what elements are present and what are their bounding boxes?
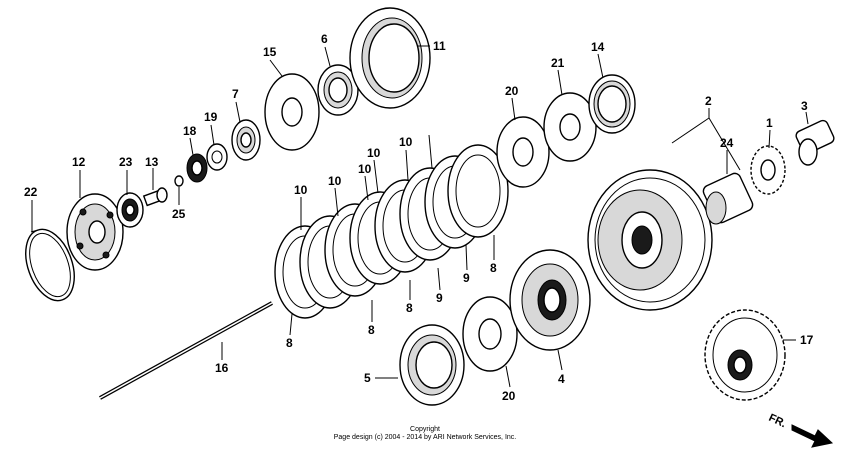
clutch-disc-pack [274,144,509,319]
part-20-washer-lower [462,296,518,372]
callout-13: 13 [145,155,159,169]
part-17-gear [704,309,786,401]
part-6-bearing [317,64,359,116]
callout-8-d: 8 [490,261,497,275]
callout-22: 22 [24,185,38,199]
callout-2: 2 [705,94,712,108]
part-20-washer-upper [496,116,550,188]
part-15-thrust-washer [264,73,320,151]
callout-1: 1 [766,116,773,130]
callout-4: 4 [558,372,565,386]
callout-8-b: 8 [368,323,375,337]
callout-10-a: 10 [294,183,308,197]
callout-18: 18 [183,124,197,138]
callout-12: 12 [72,155,86,169]
callout-9-b: 9 [463,271,470,285]
callout-9-a: 9 [436,291,443,305]
callout-24: 24 [720,136,734,150]
part-12-pressure-plate [66,193,124,271]
callout-15: 15 [263,45,277,59]
part-21-washer [543,92,597,162]
leader-lines [31,45,809,388]
copyright-notice: Page design (c) 2004 - 2014 by ARI Netwo… [334,434,517,441]
callout-10-e: 10 [399,135,413,149]
part-11-judder-spring [349,7,431,109]
part-22-snap-ring [25,228,75,302]
callout-17: 17 [800,333,814,347]
copyright-block: Copyright Page design (c) 2004 - 2014 by… [334,426,517,441]
part-1-drive-gear [750,145,786,195]
part-2-clutch-outer [587,169,713,311]
part-13-lifter-piece [142,187,168,207]
callout-10-b: 10 [328,174,342,188]
part-18-nut [186,153,208,183]
callout-20-upper: 20 [505,84,519,98]
part-19-washer [206,143,228,171]
front-arrow-icon [791,424,834,448]
part-23-bearing [116,192,144,228]
part-16-lifter-rod [99,301,273,400]
callout-21: 21 [551,56,565,70]
callout-11: 11 [433,39,446,53]
part-5-clutch-center [399,324,465,406]
callout-7: 7 [232,87,239,101]
part-3-collar [795,119,835,166]
callout-3: 3 [801,99,808,113]
copyright-title: Copyright [410,426,440,433]
callout-5: 5 [364,371,371,385]
part-14-ring [588,74,636,134]
callout-23: 23 [119,155,133,169]
callout-25: 25 [172,207,186,221]
callout-10-d: 10 [367,146,381,160]
front-direction-indicator: FR. [767,412,834,448]
callout-19: 19 [204,110,218,124]
part-4-clutch-hub [509,249,591,351]
front-direction-label: FR. [767,412,788,430]
part-7-lock-washer [231,119,261,161]
callout-14: 14 [591,40,605,54]
callout-labels: 22 12 23 13 25 18 19 7 15 6 11 10 10 10 … [24,32,814,403]
callout-20-lower: 20 [502,389,516,403]
callout-16: 16 [215,361,229,375]
callout-6: 6 [321,32,328,46]
callout-8-a: 8 [286,336,293,350]
callout-10-c: 10 [358,162,372,176]
part-25-clip [174,175,184,187]
part-24-needle-bearing [702,172,754,225]
callout-8-c: 8 [406,301,413,315]
